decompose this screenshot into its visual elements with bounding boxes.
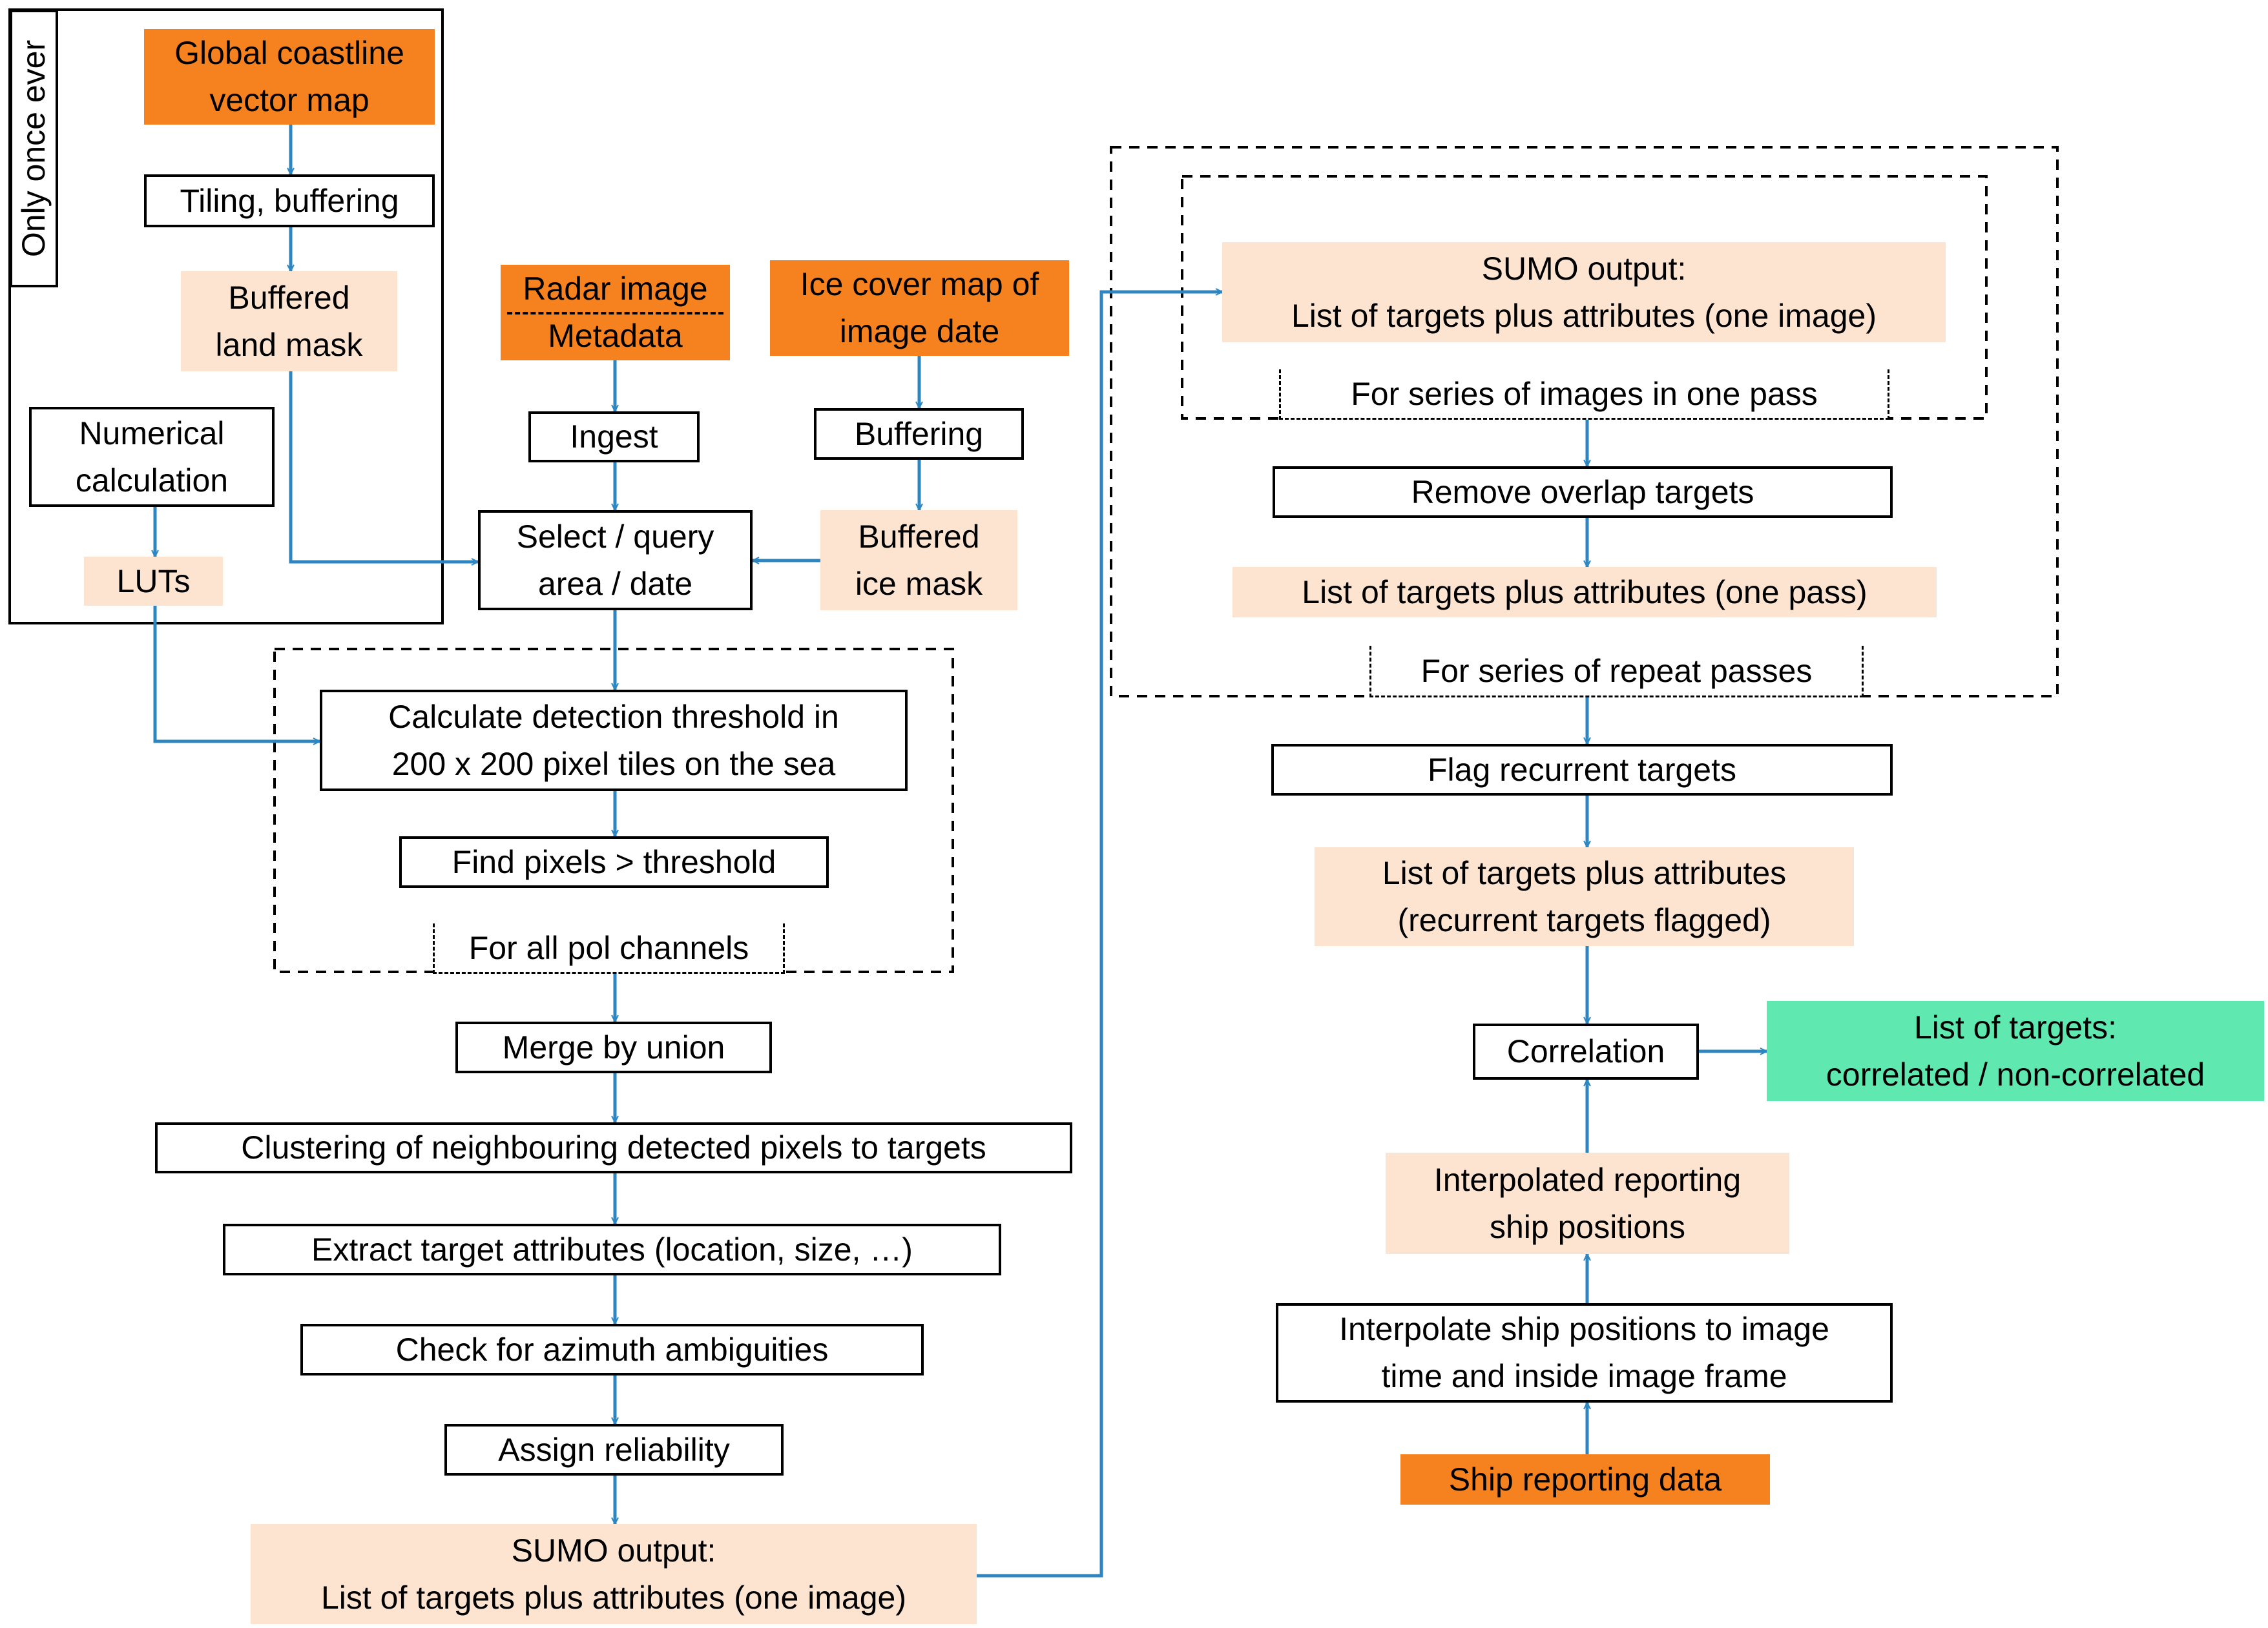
node-reliability: Assign reliability bbox=[444, 1424, 784, 1476]
repeat-passes-label: For series of repeat passes bbox=[1369, 646, 1864, 697]
node-merge: Merge by union bbox=[455, 1022, 772, 1073]
node-ingest: Ingest bbox=[528, 411, 700, 462]
arrow-land-mask-to-select bbox=[289, 371, 478, 562]
node-find-pixels: Find pixels > threshold bbox=[399, 836, 829, 888]
node-sumo-output-right: SUMO output:List of targets plus attribu… bbox=[1222, 242, 1946, 342]
node-list-correlated: List of targets:correlated / non-correla… bbox=[1767, 1001, 2264, 1101]
radar-divider bbox=[507, 312, 723, 314]
node-extract: Extract target attributes (location, siz… bbox=[223, 1224, 1001, 1275]
node-luts: LUTs bbox=[84, 557, 223, 606]
arrow-luts-to-threshold bbox=[153, 606, 320, 741]
pol-channels-label: For all pol channels bbox=[433, 923, 785, 974]
node-remove-overlap: Remove overlap targets bbox=[1273, 466, 1893, 518]
node-correlation: Correlation bbox=[1473, 1024, 1699, 1080]
once-ever-label: Only once ever bbox=[10, 10, 58, 287]
node-clustering: Clustering of neighbouring detected pixe… bbox=[155, 1122, 1072, 1173]
node-azimuth: Check for azimuth ambiguities bbox=[300, 1324, 924, 1376]
once-ever-group-frame bbox=[8, 8, 444, 624]
node-list-recurrent: List of targets plus attributes(recurren… bbox=[1315, 847, 1854, 946]
node-buffering: Buffering bbox=[814, 408, 1024, 460]
node-ship-reporting: Ship reporting data bbox=[1400, 1454, 1770, 1505]
node-flag-recurrent: Flag recurrent targets bbox=[1271, 744, 1893, 796]
node-tiling: Tiling, buffering bbox=[144, 174, 435, 227]
node-list-one-pass: List of targets plus attributes (one pas… bbox=[1233, 567, 1937, 617]
series-one-pass-label: For series of images in one pass bbox=[1279, 369, 1889, 420]
repeat-passes-group-frame bbox=[1110, 146, 2059, 697]
arrow-sumo-left-to-sumo-right bbox=[977, 292, 1222, 1578]
node-sumo-output-left: SUMO output:List of targets plus attribu… bbox=[251, 1524, 977, 1624]
